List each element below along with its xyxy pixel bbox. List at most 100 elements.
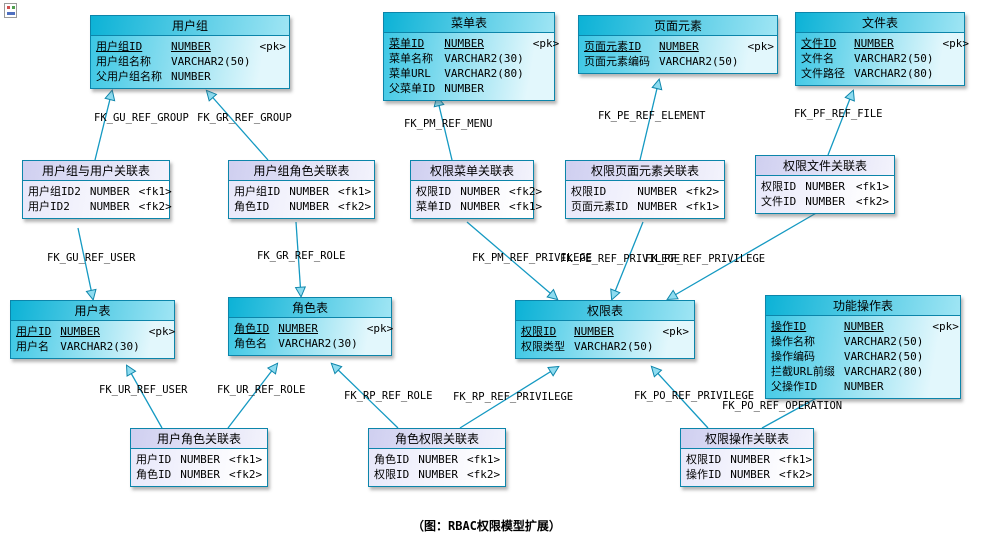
column-key: <fk1> — [509, 200, 543, 213]
table-title: 权限页面元素关联表 — [566, 161, 724, 181]
column-key — [932, 379, 959, 394]
column-key — [942, 66, 969, 81]
column-type: NUMBER — [289, 185, 329, 198]
relation-arrow-fk_pe_ref_element — [639, 80, 659, 161]
icon-dot-red — [7, 6, 10, 9]
column-name: 权限ID — [416, 185, 452, 198]
broken-image-icon — [4, 3, 17, 18]
diagram-caption: （图：RBAC权限模型扩展） — [412, 519, 561, 533]
column-name: 角色名 — [234, 337, 267, 350]
column-type: NUMBER — [444, 37, 484, 50]
column-name: 菜单ID — [389, 37, 425, 50]
column-key: <pk> — [747, 40, 774, 53]
column-type: NUMBER — [843, 380, 884, 393]
table-title: 用户表 — [11, 301, 174, 321]
column-name: 页面元素编码 — [584, 55, 650, 68]
column-type: VARCHAR2(50) — [171, 55, 251, 68]
column-key: <fk1> — [229, 453, 263, 466]
relation-arrow-fk_rp_ref_privilege — [459, 367, 558, 429]
column-key: <pk> — [942, 37, 969, 50]
fk-label-fk_ur_ref_role: FK_UR_REF_ROLE — [217, 384, 306, 396]
column-type: NUMBER — [171, 40, 211, 53]
fk-label-fk_pe_ref_privilege: FK_PE_REF_PRIVILEGE — [560, 253, 681, 265]
column-type: NUMBER — [180, 453, 220, 466]
column-type: NUMBER — [460, 200, 500, 213]
column-name: 菜单名称 — [389, 52, 433, 65]
column-name: 用户组名称 — [96, 55, 151, 68]
relation-arrow-fk_gr_ref_group — [207, 91, 269, 161]
column-name: 角色ID — [136, 468, 172, 481]
column-name: 菜单URL — [389, 67, 431, 80]
column-key — [932, 349, 959, 364]
column-name: 页面元素ID — [571, 200, 629, 213]
column-type: VARCHAR2(50) — [843, 335, 924, 348]
column-key: <fk2> — [686, 185, 720, 198]
column-key: <fk1> — [686, 200, 720, 213]
column-name: 用户组ID — [234, 185, 281, 198]
fk-label-fk_po_ref_privilege: FK_PO_REF_PRIVILEGE — [634, 390, 755, 402]
column-type: NUMBER — [637, 185, 677, 198]
column-key — [942, 51, 969, 66]
column-key: <fk2> — [779, 468, 813, 481]
table-title: 用户组 — [91, 16, 289, 36]
column-name: 父用户组名称 — [96, 70, 162, 83]
column-key — [533, 66, 560, 81]
column-type: VARCHAR2(80) — [854, 67, 934, 80]
relation-arrow-fk_pm_ref_menu — [437, 97, 453, 161]
column-key — [367, 336, 394, 351]
column-type: NUMBER — [730, 468, 770, 481]
fk-label-fk_gu_ref_user: FK_GU_REF_USER — [47, 252, 136, 264]
fk-label-fk_pm_ref_menu: FK_PM_REF_MENU — [404, 118, 493, 130]
column-type: NUMBER — [805, 195, 845, 208]
column-name: 文件ID — [761, 195, 797, 208]
column-key: <fk2> — [467, 468, 501, 481]
column-type: VARCHAR2(80) — [843, 365, 924, 378]
column-type: NUMBER — [805, 180, 845, 193]
table-title: 权限操作关联表 — [681, 429, 813, 449]
column-type: NUMBER — [60, 325, 100, 338]
column-key: <fk1> — [779, 453, 813, 466]
column-type: NUMBER — [89, 200, 130, 213]
column-key — [932, 364, 959, 379]
relation-arrow-fk_ur_ref_role — [227, 364, 277, 429]
table-title: 角色权限关联表 — [369, 429, 505, 449]
column-name: 父操作ID — [771, 380, 818, 393]
column-name: 操作编码 — [771, 350, 815, 363]
column-name: 操作名称 — [771, 335, 815, 348]
column-type: NUMBER — [171, 70, 211, 83]
column-name: 权限ID — [374, 468, 410, 481]
column-type: NUMBER — [574, 325, 614, 338]
column-type: VARCHAR2(30) — [60, 340, 140, 353]
fk-label-fk_ur_ref_user: FK_UR_REF_USER — [99, 384, 188, 396]
column-type: NUMBER — [843, 320, 884, 333]
column-key: <fk1> — [338, 185, 372, 198]
relation-arrow-fk_gr_ref_role — [296, 221, 301, 296]
column-name: 用户名 — [16, 340, 49, 353]
